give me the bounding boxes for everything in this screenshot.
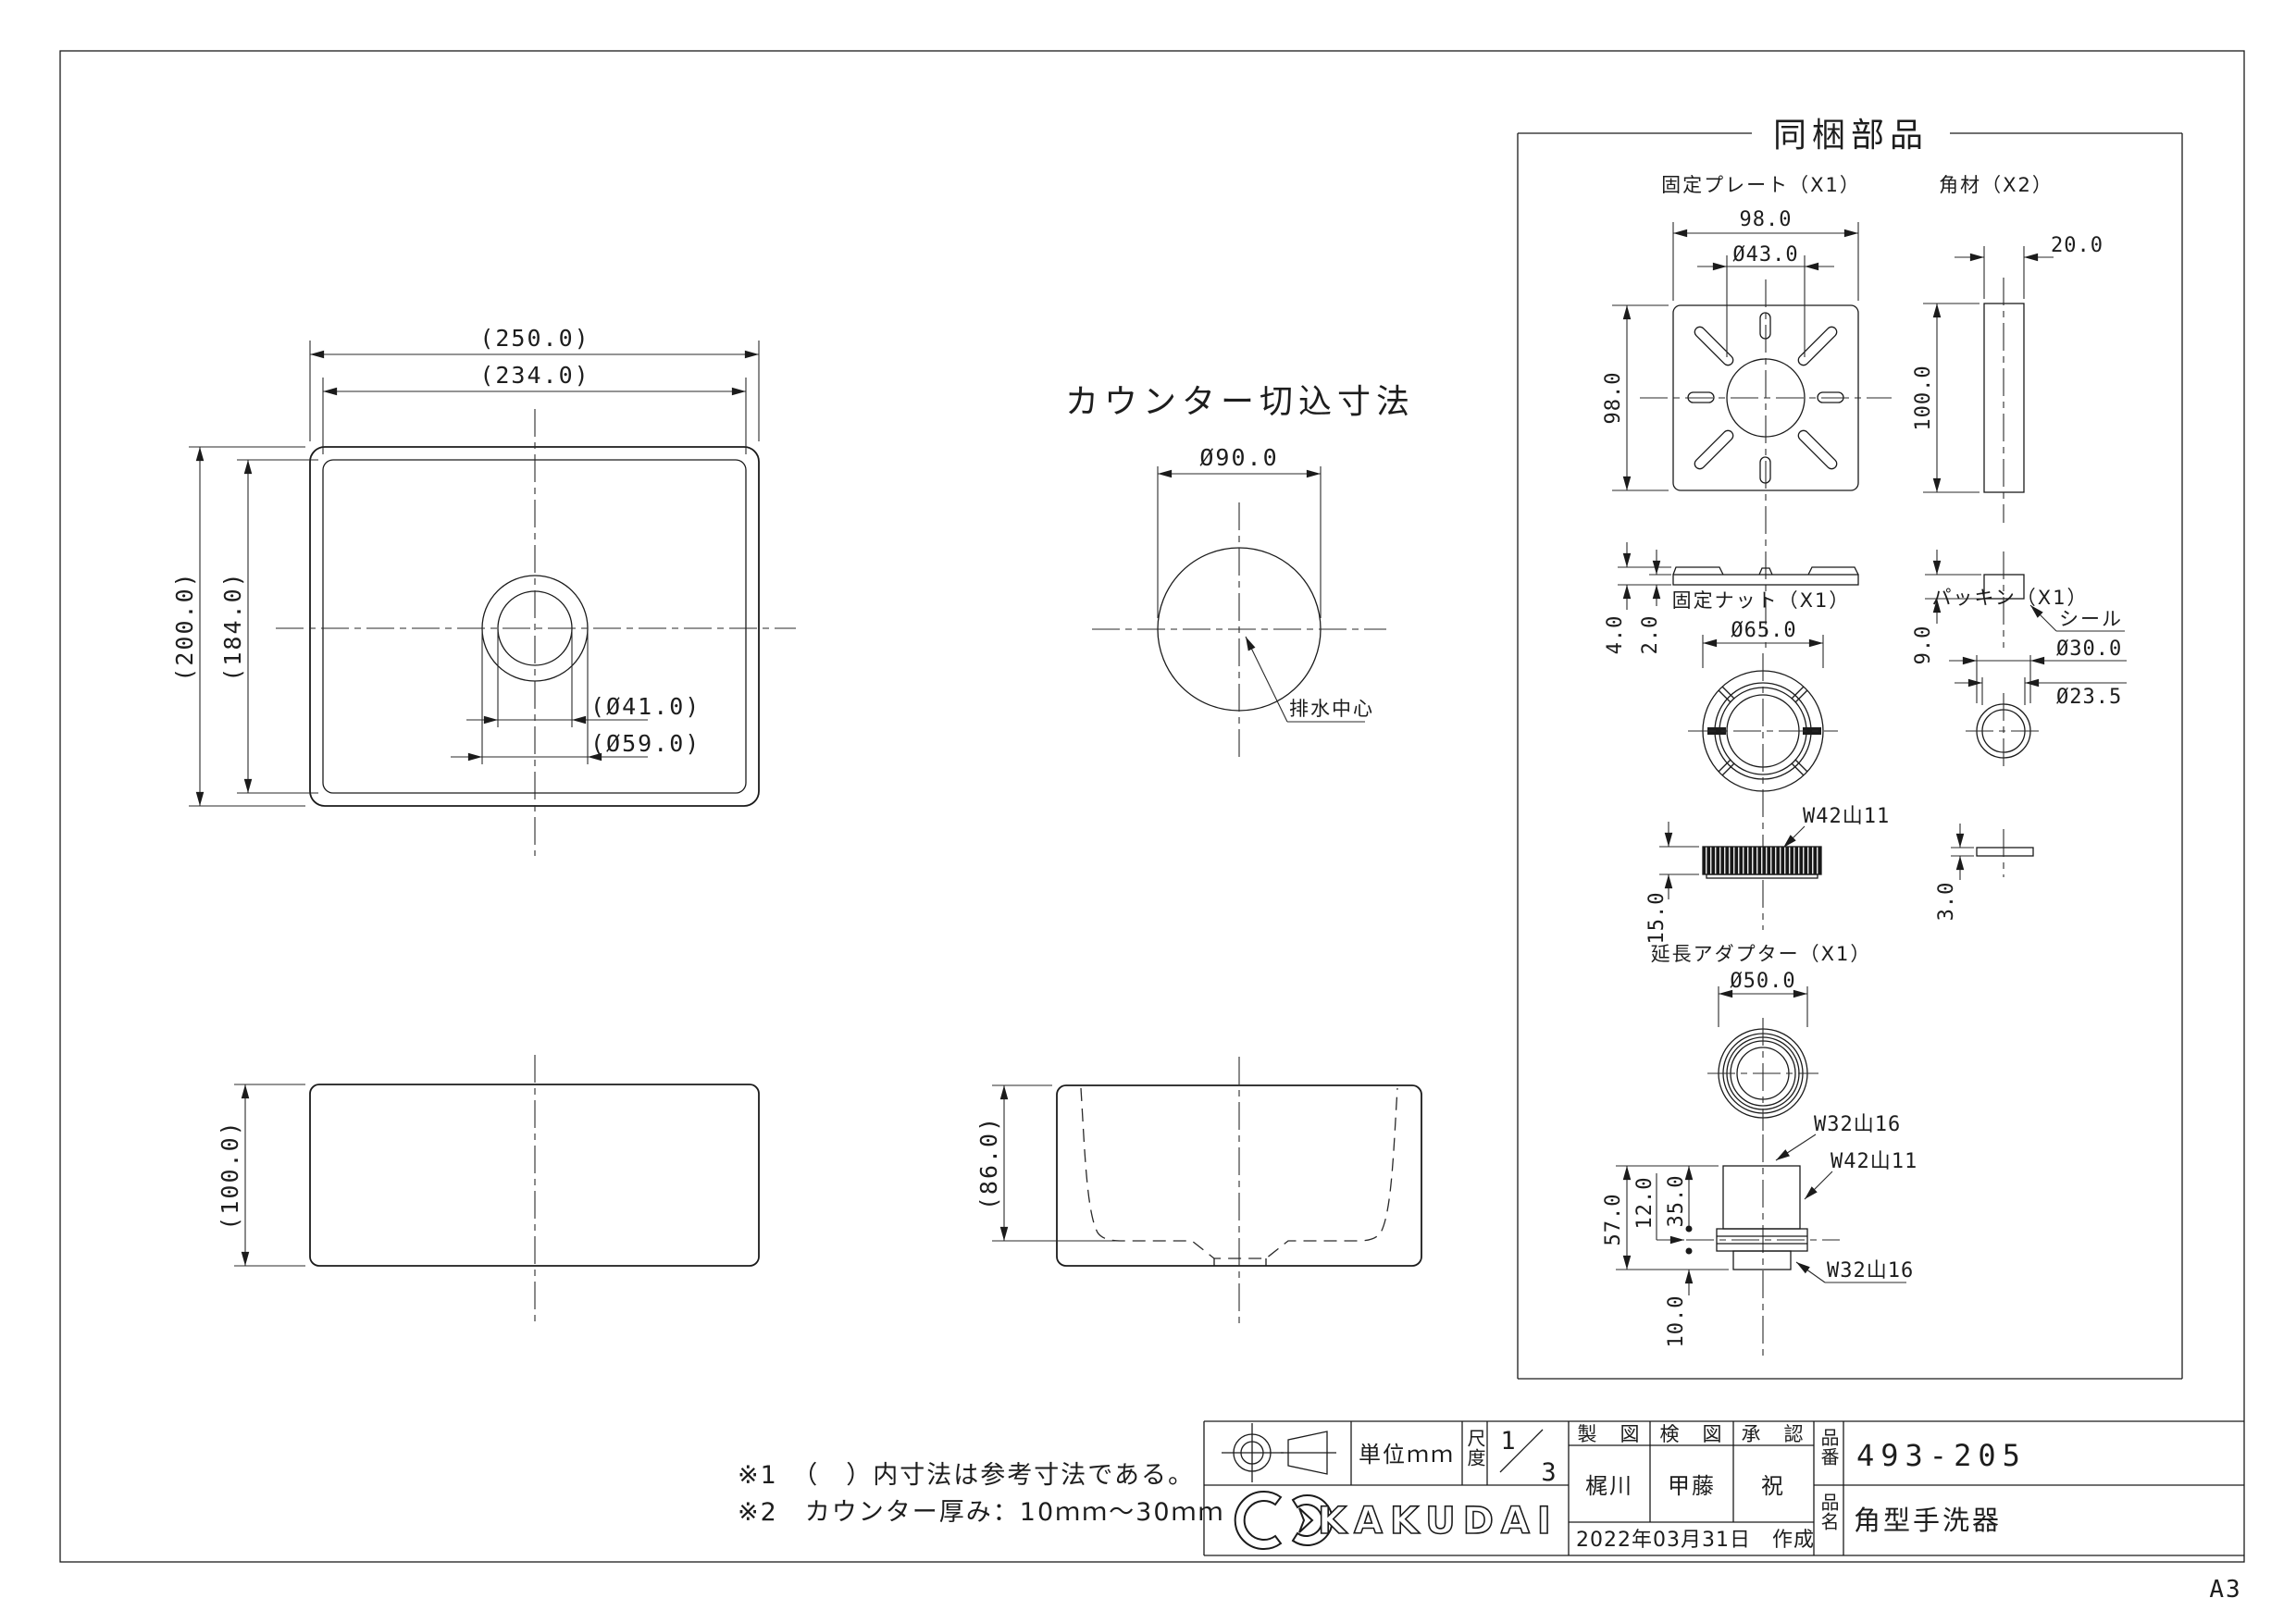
plate-label: 固定プレート（X1） xyxy=(1661,174,1861,196)
nut-thread-label: W42山11 xyxy=(1803,805,1890,828)
part-no-label: 品番 xyxy=(1818,1428,1840,1467)
dim-plate-thickness-total: 4.0 xyxy=(1604,615,1627,655)
dim-plate-width: 98.0 xyxy=(1740,208,1793,231)
paper-size-label: A3 xyxy=(2209,1576,2241,1604)
packing-label: パッキン（X1） xyxy=(1931,587,2088,609)
nut-label: 固定ナット（X1） xyxy=(1672,589,1851,612)
dim-plan-width-inner: (234.0) xyxy=(479,362,590,389)
scale-label: 尺度 xyxy=(1464,1429,1486,1468)
dim-packing-inner: Ø23.5 xyxy=(2056,686,2122,709)
dim-adapter-dia: Ø50.0 xyxy=(1730,970,1795,993)
part-fixing-nut: 固定ナット（X1） Ø65.0 W42山11 xyxy=(1645,589,1890,945)
col-checked: 検 図 xyxy=(1660,1423,1724,1445)
kakudai-logo: KAKUDAI xyxy=(1234,1491,1558,1550)
dim-plate-height: 98.0 xyxy=(1602,372,1625,425)
bar-label: 角材（X2） xyxy=(1939,174,2054,196)
dim-adapter-stub: 10.0 xyxy=(1665,1295,1688,1348)
dim-plan-height-outer: (200.0) xyxy=(171,571,198,681)
dim-bar-width: 20.0 xyxy=(2051,234,2104,257)
col-approved: 承 認 xyxy=(1742,1423,1806,1445)
part-fixing-plate: 固定プレート（X1） 98.0 Ø43.0 xyxy=(1602,174,1892,654)
dim-packing-thickness: 3.0 xyxy=(1935,882,1958,922)
included-parts-title: 同梱部品 xyxy=(1773,117,1929,155)
dim-nut-dia: Ø65.0 xyxy=(1731,619,1796,642)
part-extension-adapter: 延長アダプター（X1） Ø50.0 57.0 xyxy=(1602,943,1917,1356)
scale-numerator: 1 xyxy=(1500,1427,1516,1456)
notes: ※1 （ ）内寸法は参考寸法である。 ※2 カウンター厚み：10ｍｍ～30ｍｍ xyxy=(738,1461,1225,1527)
counter-cutout-view: カウンター切込寸法 Ø90.0 排水中心 xyxy=(1065,383,1415,757)
seal-label: シール xyxy=(2059,608,2123,630)
plan-view: (250.0) (234.0) (200.0) (184.0) (Ø41.0) … xyxy=(171,325,796,856)
adapter-label: 延長アダプター（X1） xyxy=(1651,943,1872,965)
adapter-thread-bottom: W32山16 xyxy=(1827,1259,1914,1282)
dim-plan-drain-inner: (Ø41.0) xyxy=(590,693,701,720)
dim-plate-hole: Ø43.0 xyxy=(1732,243,1798,266)
part-name-label: 品名 xyxy=(1818,1493,1840,1531)
created-date: 2022年03月31日 作成 xyxy=(1576,1529,1815,1552)
dim-adapter-upper: 35.0 xyxy=(1665,1175,1688,1228)
dim-cutout-dia: Ø90.0 xyxy=(1199,444,1278,471)
dim-adapter-total: 57.0 xyxy=(1602,1194,1625,1246)
brand-name: KAKUDAI xyxy=(1318,1500,1558,1542)
dim-plan-drain-outer: (Ø59.0) xyxy=(590,730,701,757)
part-packing: パッキン（X1） Ø30.0 Ø23.5 3.0 xyxy=(1931,587,2127,921)
adapter-thread-top: W32山16 xyxy=(1814,1113,1901,1136)
drawing-frame xyxy=(59,50,2245,1563)
dim-adapter-flange: 12.0 xyxy=(1633,1177,1657,1230)
part-square-bar: 角材（X2） 20.0 100.0 9.0 シール xyxy=(1912,174,2125,664)
dim-plan-height-inner: (184.0) xyxy=(219,571,246,681)
dim-section-depth: (86.0) xyxy=(975,1116,1002,1210)
checked-by: 甲藤 xyxy=(1668,1473,1716,1499)
note-1: ※1 （ ）内寸法は参考寸法である。 xyxy=(738,1461,1195,1490)
drain-center-label: 排水中心 xyxy=(1289,698,1374,720)
part-name: 角型手洗器 xyxy=(1854,1505,2002,1536)
dim-seal-height: 9.0 xyxy=(1912,626,1935,665)
approved-by: 祝 xyxy=(1761,1473,1785,1499)
part-number: 493-205 xyxy=(1856,1438,2027,1473)
drafted-by: 梶川 xyxy=(1585,1473,1633,1499)
note-2: ※2 カウンター厚み：10ｍｍ～30ｍｍ xyxy=(738,1498,1225,1527)
included-parts-panel: 同梱部品 固定プレート（X1） 98.0 xyxy=(1517,117,2183,1380)
unit-label: 単位ｍｍ xyxy=(1359,1442,1455,1468)
front-view: (100.0) xyxy=(217,1055,760,1325)
cutout-title: カウンター切込寸法 xyxy=(1065,383,1415,421)
scale-denominator: 3 xyxy=(1541,1458,1557,1487)
dim-plan-width-outer: (250.0) xyxy=(479,325,590,352)
title-block: 単位ｍｍ 尺度 1 3 製 図 検 図 承 認 梶川 甲藤 祝 2022年03月… xyxy=(1203,1420,2244,1556)
dim-packing-outer: Ø30.0 xyxy=(2056,638,2122,661)
dim-front-height: (100.0) xyxy=(217,1120,243,1230)
dim-bar-height: 100.0 xyxy=(1912,365,1935,430)
dim-nut-height: 15.0 xyxy=(1645,892,1669,945)
dim-plate-thickness: 2.0 xyxy=(1639,615,1662,655)
adapter-thread-mid: W42山11 xyxy=(1831,1150,1917,1173)
section-view: (86.0) xyxy=(975,1057,1422,1327)
col-drafted: 製 図 xyxy=(1578,1423,1642,1445)
projection-symbol-icon xyxy=(1222,1423,1336,1482)
